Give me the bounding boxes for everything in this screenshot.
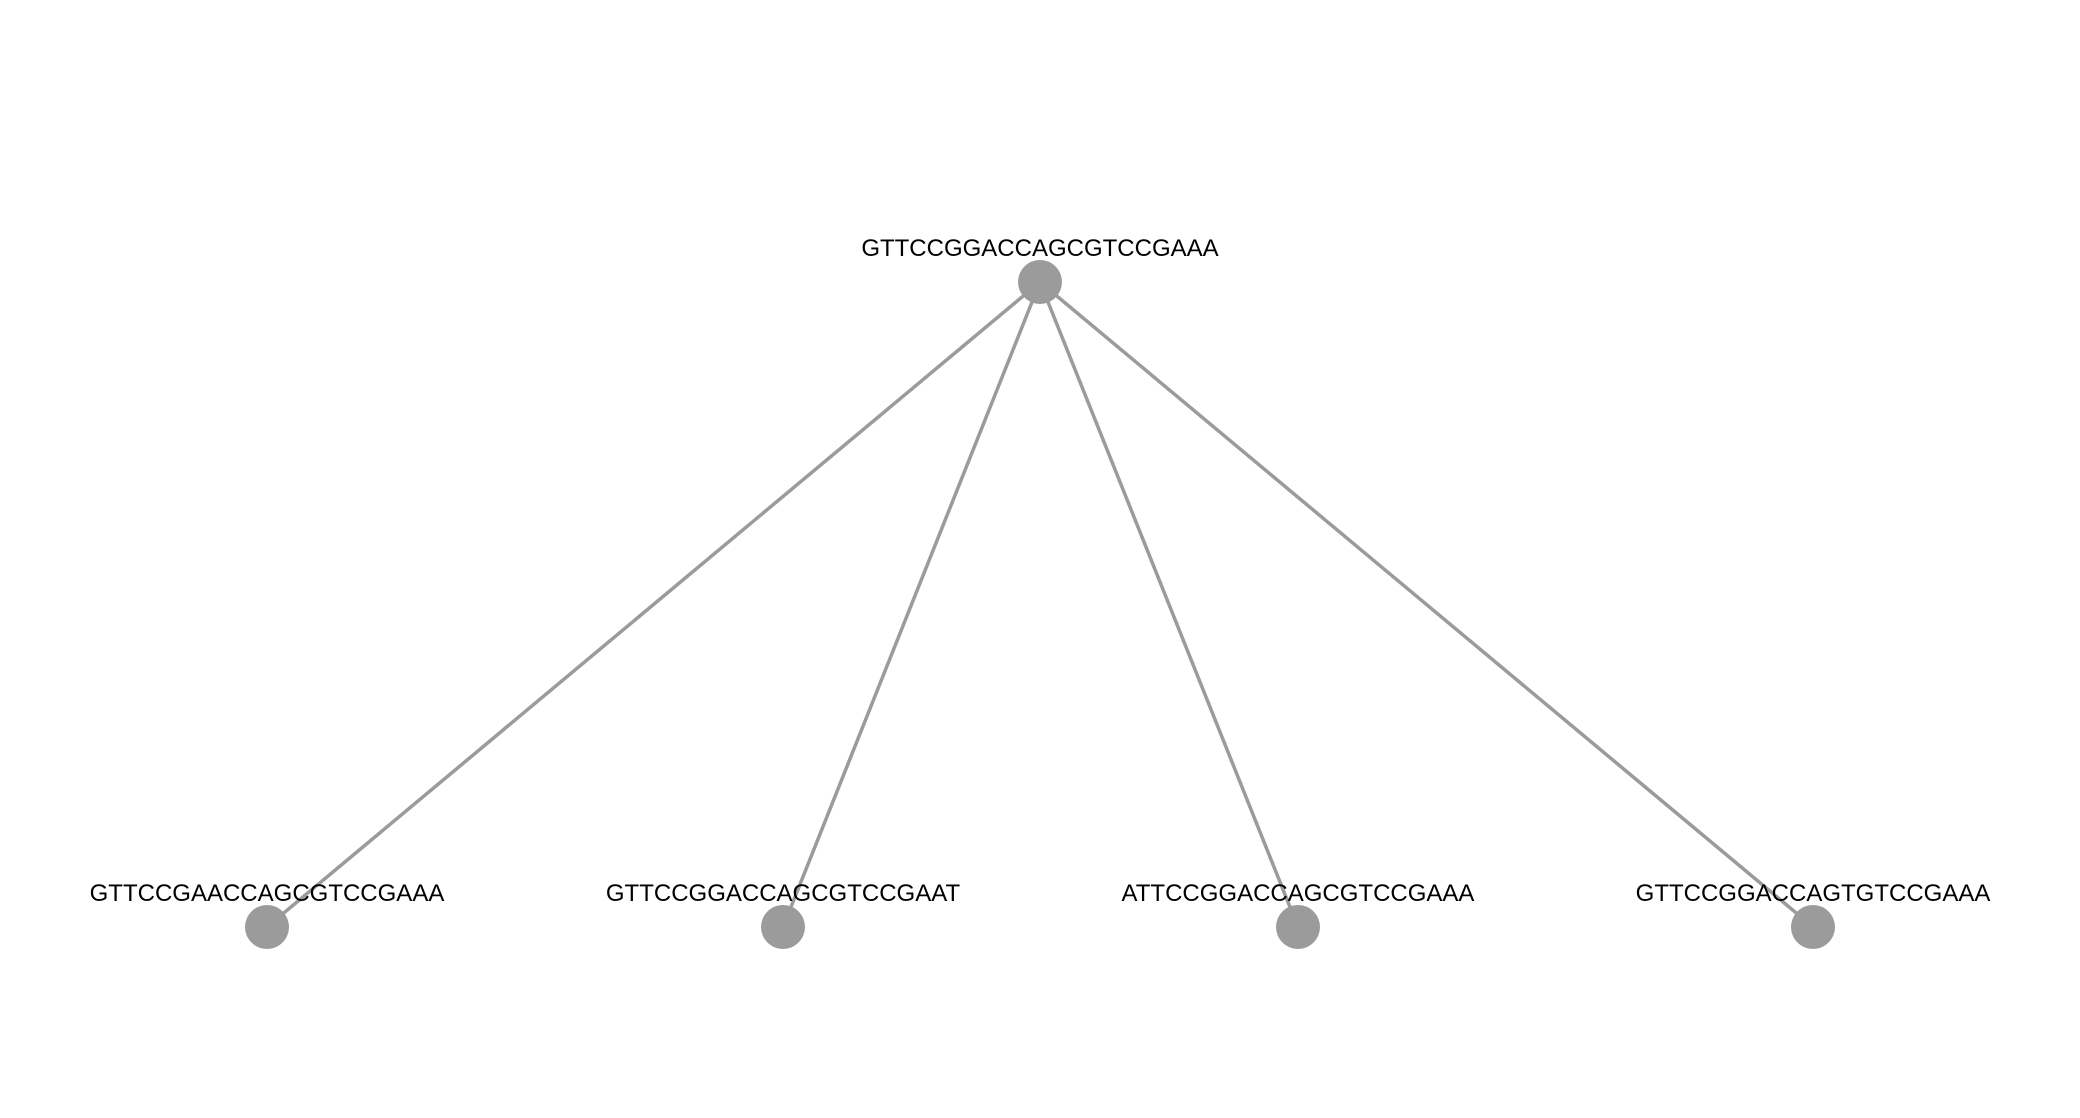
root-node-group: GTTCCGGACCAGCGTCCGAAA bbox=[861, 235, 1219, 304]
child-node[interactable] bbox=[245, 905, 289, 949]
child-node-group-2: GTTCCGGACCAGCGTCCGAAT bbox=[606, 880, 961, 949]
edge-root-child-2 bbox=[781, 281, 1042, 928]
child-node-label: GTTCCGGACCAGCGTCCGAAT bbox=[606, 880, 961, 907]
child-node-group-3: ATTCCGGACCAGCGTCCGAAA bbox=[1122, 880, 1475, 949]
child-node-label: GTTCCGGACCAGTGTCCGAAA bbox=[1636, 880, 1991, 907]
root-node-label: GTTCCGGACCAGCGTCCGAAA bbox=[861, 235, 1218, 262]
child-node-label: ATTCCGGACCAGCGTCCGAAA bbox=[1122, 880, 1475, 907]
edges-group bbox=[265, 280, 1815, 929]
edge-root-child-4 bbox=[1038, 280, 1815, 929]
child-node-group-4: GTTCCGGACCAGTGTCCGAAA bbox=[1636, 880, 1991, 949]
child-node[interactable] bbox=[761, 905, 805, 949]
child-node[interactable] bbox=[1791, 905, 1835, 949]
child-node-group-1: GTTCCGAACCAGCGTCCGAAA bbox=[90, 880, 445, 949]
edge-root-child-1 bbox=[265, 280, 1042, 929]
child-node-label: GTTCCGAACCAGCGTCCGAAA bbox=[90, 880, 445, 907]
root-node[interactable] bbox=[1018, 260, 1062, 304]
edge-root-child-3 bbox=[1038, 281, 1300, 928]
child-node[interactable] bbox=[1276, 905, 1320, 949]
